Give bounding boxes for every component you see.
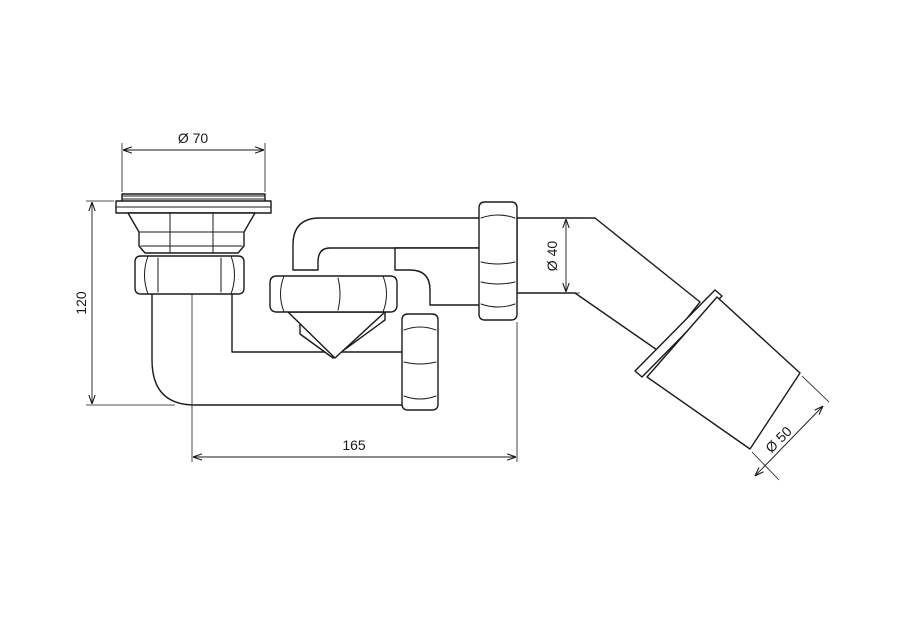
length-label: 165 [342, 437, 366, 453]
height-label: 120 [73, 291, 89, 315]
outlet-pipe-45deg [516, 217, 701, 353]
flange-diameter-dimension: Ø 70 [121, 130, 266, 192]
pipe-diameter-dimension: Ø 40 [520, 217, 580, 294]
body-side-nut [401, 313, 439, 411]
side-pipe [394, 247, 485, 306]
bowl-nut-with-cone [269, 275, 398, 359]
outlet-flange-ring [634, 289, 723, 378]
top-hex-nut [134, 255, 245, 295]
height-dimension: 120 [73, 200, 175, 406]
strainer-body [127, 212, 256, 254]
elbow-union-nut [478, 201, 518, 321]
flange-diameter-label: Ø 70 [178, 130, 209, 146]
trap-body-pipe [151, 291, 421, 406]
length-dimension: 165 [191, 294, 518, 462]
pipe-diameter-label: Ø 40 [544, 241, 560, 272]
